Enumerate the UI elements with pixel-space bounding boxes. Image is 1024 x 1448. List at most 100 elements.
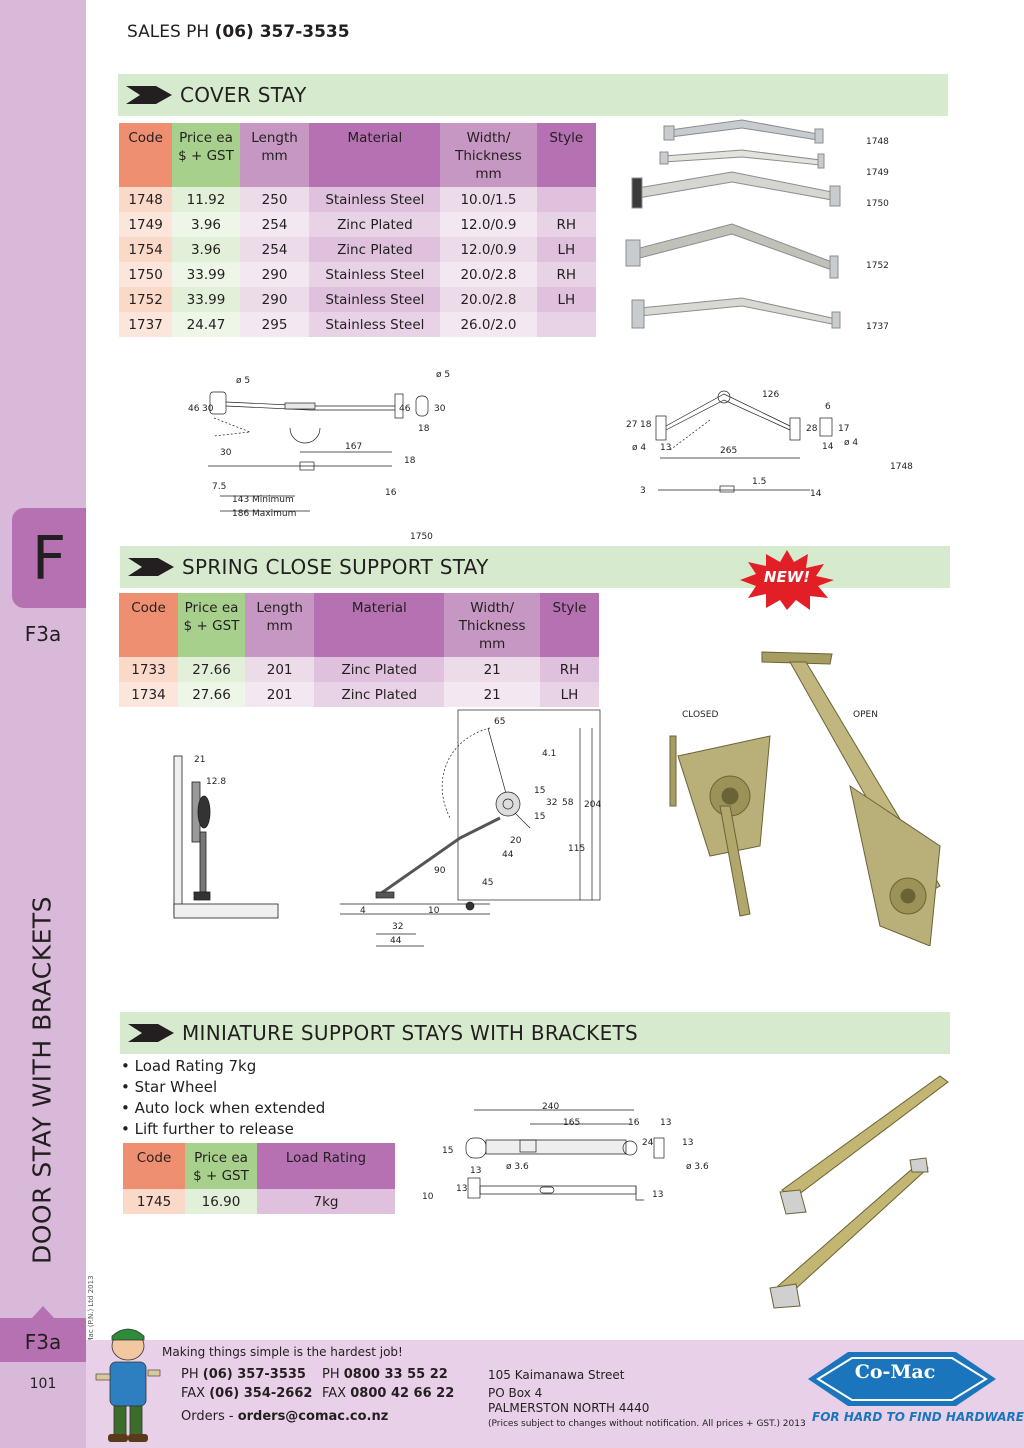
dim-label: 15	[534, 786, 546, 796]
sidebar	[0, 0, 86, 1448]
table-cell: 16.90	[185, 1189, 257, 1214]
diagram-1748	[655, 390, 833, 493]
dim-label: 20	[510, 836, 522, 846]
spring-main-drawing	[340, 709, 601, 947]
dim-label: 24	[642, 1138, 654, 1148]
table-cell: LH	[536, 287, 596, 312]
table-cell: 1733	[119, 657, 178, 682]
fax-line: FAX (06) 354-2662	[181, 1386, 312, 1401]
table-cell: 3.96	[172, 212, 240, 237]
dim-label: 15	[534, 812, 546, 822]
address-line: PALMERSTON NORTH 4440	[488, 1401, 650, 1415]
table-cell: 250	[239, 187, 310, 212]
dim-label: 44	[390, 936, 402, 946]
phone-label: PH	[322, 1367, 340, 1382]
dim-label: 30	[220, 448, 232, 458]
table-cell: LH	[539, 682, 599, 707]
tagline: Making things simple is the hardest job!	[162, 1345, 403, 1359]
dim-label: 30	[434, 404, 446, 414]
table-cell: 12.0/0.9	[440, 237, 537, 262]
dim-label: 18	[404, 456, 416, 466]
fax-label: FAX	[181, 1386, 206, 1401]
logo-tagline: FOR HARD TO FIND HARDWARE	[812, 1410, 1024, 1424]
table-cell: RH	[536, 262, 596, 287]
section-cover-stay: COVER STAY	[118, 74, 948, 116]
table-cell: 201	[245, 657, 315, 682]
table-cell: 1737	[119, 312, 173, 337]
column-header: Code	[119, 123, 173, 187]
table-cell: 10.0/1.5	[440, 187, 537, 212]
miniature-photo	[769, 1075, 949, 1309]
table-cell: 21	[444, 657, 540, 682]
diagram-label: 1750	[410, 532, 433, 542]
freephone-line: PH 0800 33 55 22	[322, 1367, 448, 1382]
dim-label: 10	[422, 1192, 434, 1202]
orders-label: Orders -	[181, 1409, 234, 1424]
column-header: Style	[536, 123, 596, 187]
price-note: (Prices subject to changes without notif…	[488, 1419, 806, 1429]
list-item: • Lift further to release	[121, 1120, 294, 1138]
sales-phone: (06) 357-3535	[214, 22, 350, 42]
sales-phone-header: SALES PH (06) 357-3535	[127, 22, 350, 42]
list-item: • Star Wheel	[121, 1078, 218, 1096]
address-line: PO Box 4	[488, 1386, 543, 1400]
table-cell: Stainless Steel	[309, 312, 441, 337]
dim-label: 13	[456, 1184, 468, 1194]
photo-label: 1749	[866, 168, 889, 178]
diagram-1750	[208, 391, 429, 512]
spring-side-drawing	[173, 755, 279, 919]
phone-line: PH (06) 357-3535	[181, 1367, 306, 1382]
table-cell: 1734	[119, 682, 178, 707]
dim-label: 126	[762, 390, 780, 400]
table-cell: Zinc Plated	[309, 212, 441, 237]
dim-label: 44	[502, 850, 514, 860]
new-badge-text: NEW!	[763, 568, 811, 586]
dim-label: 165	[563, 1118, 581, 1128]
table-cell: 290	[239, 262, 310, 287]
section-miniature: MINIATURE SUPPORT STAYS WITH BRACKETS	[120, 1012, 950, 1054]
dim-label: 143 Minimum	[232, 495, 294, 505]
arrow-icon	[128, 1024, 174, 1042]
bottom-code: F3a	[24, 1330, 62, 1354]
table-cell: LH	[536, 237, 596, 262]
section-title: SPRING CLOSE SUPPORT STAY	[182, 555, 489, 579]
comac-logo	[808, 1352, 996, 1406]
fax-number: 0800 42 66 22	[350, 1386, 455, 1401]
dim-label: ø 3.6	[686, 1162, 709, 1172]
dim-label: 13	[682, 1138, 694, 1148]
table-cell: 1748	[119, 187, 173, 212]
dim-label: 65	[494, 717, 506, 727]
section-code: F3a	[24, 622, 62, 646]
table-cell: 201	[245, 682, 315, 707]
table-cell: RH	[536, 212, 596, 237]
dim-label: 14	[810, 489, 822, 499]
table-cell: 33.99	[172, 262, 240, 287]
table-cell	[536, 187, 596, 212]
orders-email-link[interactable]: orders@comac.co.nz	[237, 1409, 389, 1424]
dim-label: ø 5	[236, 376, 251, 386]
dim-label: 90	[434, 866, 446, 876]
bottom-code-box	[0, 1306, 86, 1362]
dim-label: 16	[628, 1118, 640, 1128]
new-badge-icon	[740, 550, 834, 610]
phone-label: PH	[181, 1367, 199, 1382]
dim-label: 15	[442, 1146, 454, 1156]
table-cell: Zinc Plated	[309, 237, 441, 262]
dim-label: 13	[660, 443, 672, 453]
feature-list: • Load Rating 7kg • Star Wheel • Auto lo…	[121, 1056, 325, 1140]
dim-label: 58	[562, 798, 574, 808]
dim-label: ø 4	[632, 443, 647, 453]
dim-label: 21	[194, 755, 206, 765]
table-cell: 7kg	[257, 1189, 395, 1214]
table-cell: 24.47	[172, 312, 240, 337]
